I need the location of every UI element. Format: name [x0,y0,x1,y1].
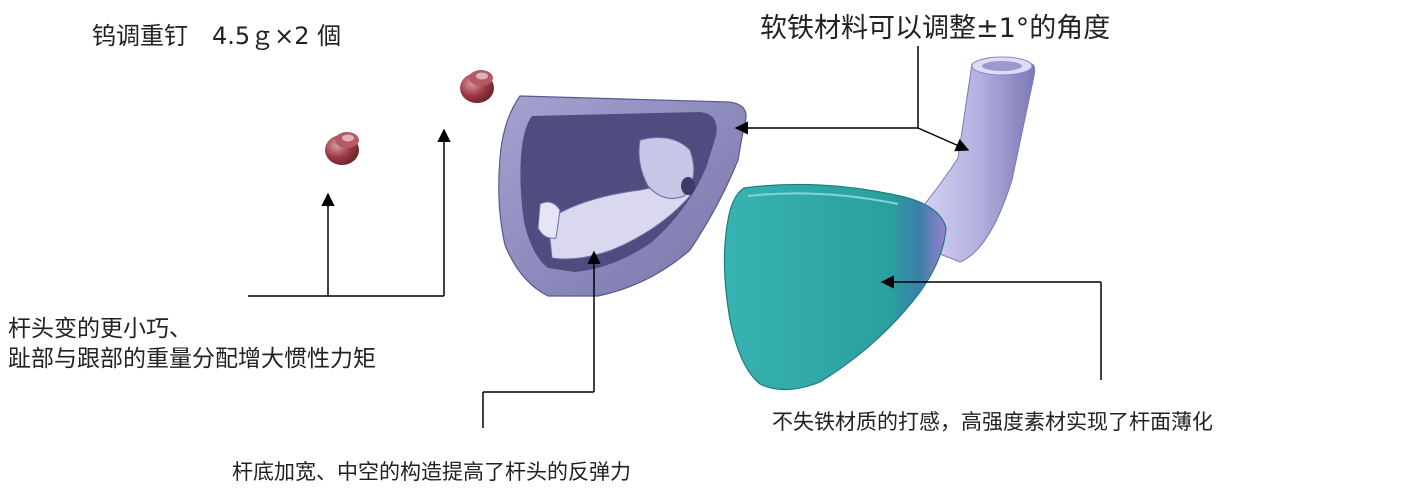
leader-sole [482,250,601,428]
label-face-material: 不失铁材质的打感，高强度素材实现了杆面薄化 [772,410,1213,434]
label-weight-screw: 钨调重钉 4.5ｇ×2 個 [92,22,342,50]
hosel [921,56,1036,263]
head-body-shell [498,95,747,297]
weight-screw-left [325,132,359,165]
club-face [723,183,947,391]
label-head-smaller-line2: 趾部与跟部的重量分配增大惯性力矩 [8,346,376,372]
leader-weight-screws [248,128,451,297]
label-sole-wide: 杆底加宽、中空的构造提高了杆头的反弹力 [232,460,631,484]
weight-screw-right [460,70,494,103]
label-soft-iron: 软铁材料可以调整±1°的角度 [760,13,1111,44]
leader-face [880,275,1102,380]
leader-soft-iron [734,46,970,152]
label-head-smaller-line1: 杆头变的更小巧、 [8,316,192,342]
